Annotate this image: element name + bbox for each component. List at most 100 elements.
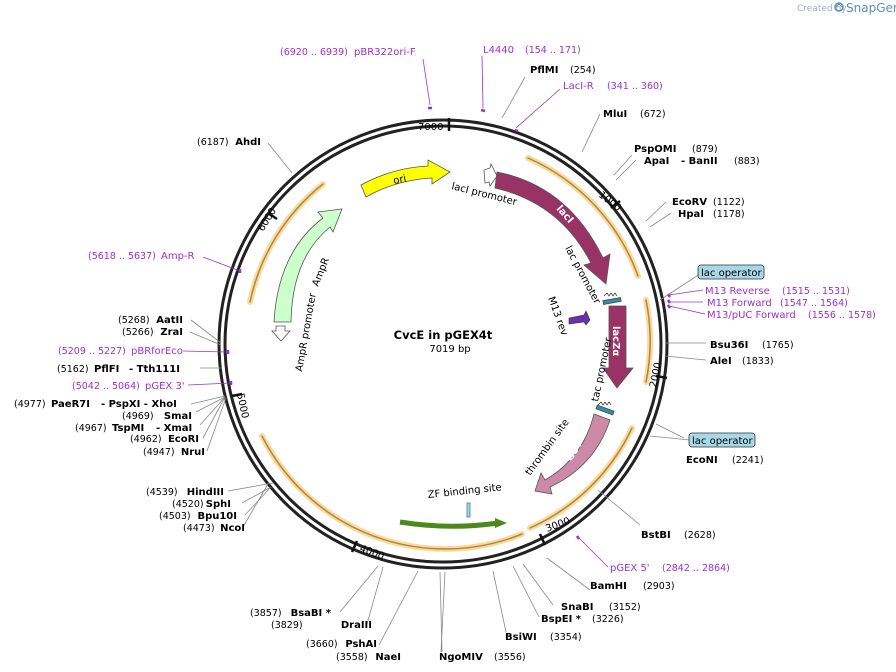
brand-created-by: Created by xyxy=(797,4,847,14)
enzyme-apai-pos: (883) xyxy=(734,156,760,167)
enzyme-pspomi: PspOMI xyxy=(634,144,676,155)
zf-site-marker xyxy=(466,502,471,518)
primer-pbr322ori: pBR322ori-F xyxy=(354,47,416,58)
enzyme-aatii-pos: (5268) xyxy=(118,315,150,326)
enzyme-bpu10i: Bpu10I xyxy=(197,511,237,522)
primer-pbr322ori-pos: (6920 .. 6939) xyxy=(280,47,348,58)
enzyme-bspei-pos: (3226) xyxy=(592,614,624,625)
m13-rev-arrow xyxy=(568,310,591,326)
orf-arcs xyxy=(247,155,654,552)
primer-m13-puc-forward: M13/pUC Forward xyxy=(707,310,796,321)
primer-amp-r: Amp-R xyxy=(161,251,195,262)
enzyme-hpai: HpaI xyxy=(678,209,704,220)
primer-l4440: L4440 xyxy=(483,45,514,56)
enzyme-sphi-pos: (4520) xyxy=(172,499,204,510)
enzyme-zrai-pos: (5266) xyxy=(122,327,154,338)
snapgene-logo xyxy=(834,2,844,12)
laci-promoter-arrow xyxy=(483,162,498,187)
primer-pgex5: pGEX 5' xyxy=(610,563,650,574)
primer-m13-reverse: M13 Reverse xyxy=(705,286,770,297)
enzyme-apai: ApaI xyxy=(644,156,669,167)
primer-amp-r-pos: (5618 .. 5637) xyxy=(88,251,156,262)
enzyme-nrui: NruI xyxy=(181,447,205,458)
enzyme-ecorv-pos: (1122) xyxy=(713,197,745,208)
enzyme-labels: PflMI (254) MluI (672) PspOMI (879) ApaI… xyxy=(14,65,794,663)
enzyme-smai: SmaI xyxy=(164,411,192,422)
primer-m13-puc-forward-pos: (1556 .. 1578) xyxy=(808,310,876,321)
primer-m13-forward-pos: (1547 .. 1564) xyxy=(780,298,848,309)
primer-l4440-pos: (154 .. 171) xyxy=(525,45,581,56)
enzyme-pflmi: PflMI xyxy=(530,65,558,76)
laczalpha-feature: lacZα xyxy=(602,305,634,389)
lac-operator-label-1: lac operator xyxy=(701,268,762,279)
enzyme-ahdi-pos: (6187) xyxy=(197,137,229,148)
enzyme-bsu36i: Bsu36I xyxy=(710,340,748,351)
primer-pbrforeco-pos: (5209 .. 5227) xyxy=(58,346,126,357)
enzyme-hindiii-pos: (4539) xyxy=(146,487,178,498)
zf-label: ZF binding site xyxy=(427,482,502,501)
enzyme-paer7i: PaeR7I xyxy=(51,399,90,410)
ampr-promoter-label: AmpR promoter xyxy=(294,291,319,372)
lac-operator-badge-1: lac operator xyxy=(697,264,765,280)
primer-laci-r-pos: (341 .. 360) xyxy=(607,81,663,92)
primer-connectors xyxy=(182,55,706,568)
enzyme-hindiii: HindIII xyxy=(187,487,224,498)
enzyme-aatii: AatII xyxy=(156,315,183,326)
enzyme-bsu36i-pos: (1765) xyxy=(762,340,794,351)
enzyme-ecori-pos: (4962) xyxy=(130,434,162,445)
primer-labels: (6920 .. 6939) pBR322ori-F L4440 (154 ..… xyxy=(58,45,876,574)
primer-pgex3-pos: (5042 .. 5064) xyxy=(72,381,140,392)
lac-operator-badge-2: lac operator xyxy=(688,432,756,448)
enzyme-zrai: ZraI xyxy=(160,327,183,338)
ring-ticks xyxy=(231,118,668,553)
enzyme-bstbi-pos: (2628) xyxy=(684,530,716,541)
enzyme-ecori: EcoRI xyxy=(168,434,199,445)
enzyme-econi: EcoNI xyxy=(686,455,718,466)
lac-operator-marker-2 xyxy=(595,401,615,416)
plasmid-length: 7019 bp xyxy=(429,344,470,355)
primer-pgex3: pGEX 3' xyxy=(145,381,185,392)
ampr-label: AmpR xyxy=(311,256,332,288)
laczalpha-label: lacZα xyxy=(610,326,621,356)
tick-4000: 4000 xyxy=(358,543,386,562)
primer-m13-forward: M13 Forward xyxy=(707,298,772,309)
enzyme-bsiwi-pos: (3354) xyxy=(550,632,582,643)
primer-pbrforeco: pBRforEco xyxy=(131,346,183,357)
enzyme-pflfi-pos: (5162) xyxy=(57,364,89,375)
tick-2000: 2000 xyxy=(648,361,664,388)
ampr-promoter-arrow xyxy=(271,325,291,342)
enzyme-mlui-pos: (672) xyxy=(640,109,666,120)
tick-5000: 5000 xyxy=(234,392,250,419)
enzyme-ecorv: EcoRV xyxy=(672,197,707,208)
enzyme-bamhi: BamHI xyxy=(590,581,627,592)
enzyme-paer7i-extra: - PspXI - XhoI xyxy=(101,399,177,410)
enzyme-sphi: SphI xyxy=(206,499,231,510)
enzyme-draiii-pos: (3829) xyxy=(271,620,303,631)
enzyme-ahdi: AhdI xyxy=(235,137,261,148)
enzyme-ncoi-pos: (4473) xyxy=(183,523,215,534)
primer-m13-reverse-pos: (1515 .. 1531) xyxy=(782,286,850,297)
tick-6000: 6000 xyxy=(256,206,279,233)
primer-pgex5-pos: (2842 .. 2864) xyxy=(662,563,730,574)
enzyme-snabi: SnaBI xyxy=(561,602,593,613)
enzyme-nrui-pos: (4947) xyxy=(143,447,175,458)
zf-binding-arrow xyxy=(399,518,507,529)
enzyme-bsiwi: BsiWI xyxy=(505,632,537,643)
enzyme-naei-pos: (3558) xyxy=(336,652,368,663)
enzyme-bamhi-pos: (2903) xyxy=(643,581,675,592)
enzyme-hpai-pos: (1178) xyxy=(713,209,745,220)
enzyme-econi-pos: (2241) xyxy=(732,455,764,466)
primer-laci-r: LacI-R xyxy=(563,81,594,92)
enzyme-pflfi: PflFI xyxy=(94,364,119,375)
enzyme-pshai-pos: (3660) xyxy=(306,639,338,650)
lac-operator-marker-1 xyxy=(602,292,622,305)
enzyme-naei: NaeI xyxy=(375,652,401,663)
enzyme-bsabi-pos: (3857) xyxy=(250,608,282,619)
enzyme-alei: AleI xyxy=(710,356,732,367)
ori-feature: ori xyxy=(360,159,451,198)
enzyme-tspmi-extra: - XmaI xyxy=(156,423,192,434)
enzyme-bpu10i-pos: (4503) xyxy=(159,511,191,522)
enzyme-ngomiv: NgoMIV xyxy=(439,652,483,663)
plasmid-name: CvcE in pGEX4t xyxy=(394,328,493,342)
